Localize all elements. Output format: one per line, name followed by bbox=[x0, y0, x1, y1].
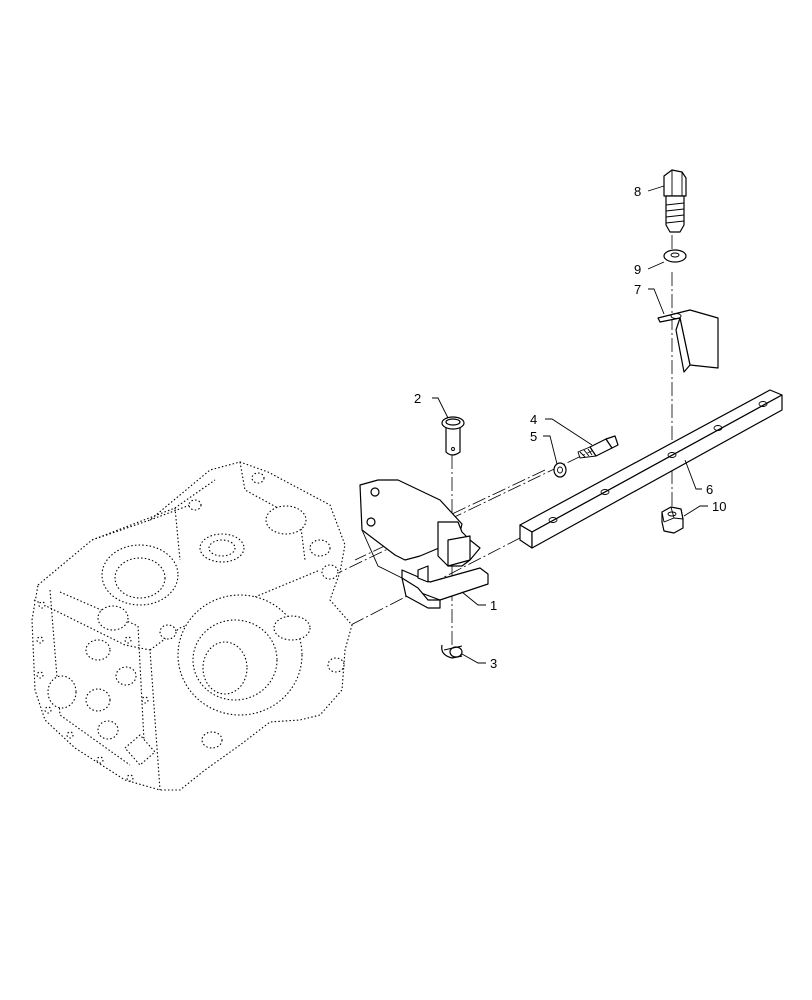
callout-5: 5 bbox=[530, 429, 537, 444]
callout-leaders bbox=[432, 185, 708, 664]
callout-2: 2 bbox=[414, 391, 421, 406]
callout-1: 1 bbox=[490, 598, 497, 613]
part-9-washer bbox=[663, 249, 687, 263]
callout-6: 6 bbox=[706, 482, 713, 497]
callout-10: 10 bbox=[712, 499, 726, 514]
part-4-bolt bbox=[577, 435, 619, 459]
callout-9: 9 bbox=[634, 262, 641, 277]
callout-8: 8 bbox=[634, 184, 641, 199]
part-5-washer bbox=[553, 462, 567, 478]
part-8-bolt bbox=[663, 169, 687, 233]
transmission-housing bbox=[31, 461, 353, 791]
part-7-u-strap bbox=[657, 309, 719, 373]
callout-4: 4 bbox=[530, 412, 537, 427]
assembly-centerlines bbox=[339, 235, 673, 645]
part-10-nut bbox=[661, 506, 684, 534]
part-2-pin bbox=[441, 416, 465, 456]
callout-3: 3 bbox=[490, 656, 497, 671]
part-1-bracket bbox=[359, 479, 489, 609]
callout-7: 7 bbox=[634, 282, 641, 297]
part-6-drawbar bbox=[519, 389, 783, 549]
callout-labels: 1 2 3 4 5 6 7 8 9 10 bbox=[414, 184, 726, 671]
part-3-clip bbox=[441, 644, 463, 659]
